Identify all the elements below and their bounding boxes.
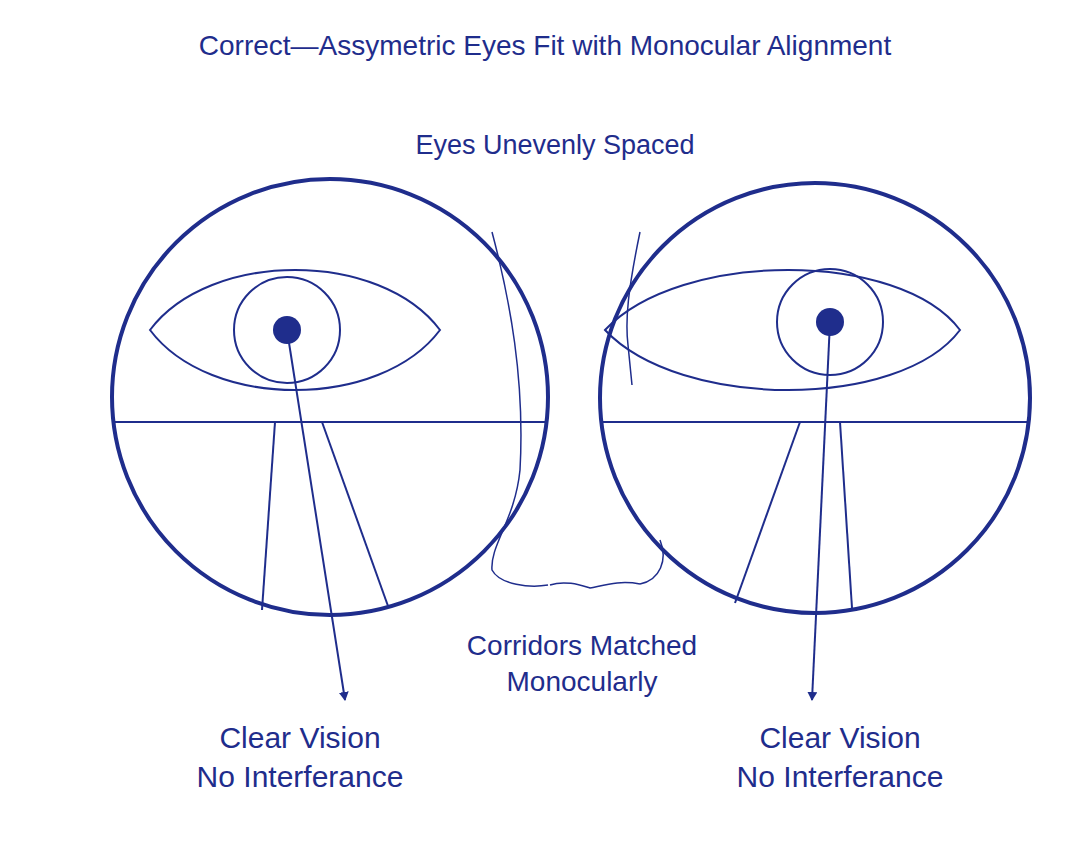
result-label: Clear Vision No Interferance: [160, 718, 440, 796]
result-label: Clear Vision No Interferance: [700, 718, 980, 796]
diagram-title: Correct—Assymetric Eyes Fit with Monocul…: [45, 28, 1045, 64]
center-note: Corridors Matched Monocularly: [432, 628, 732, 701]
subtitle-note: Eyes Unevenly Spaced: [305, 128, 805, 163]
